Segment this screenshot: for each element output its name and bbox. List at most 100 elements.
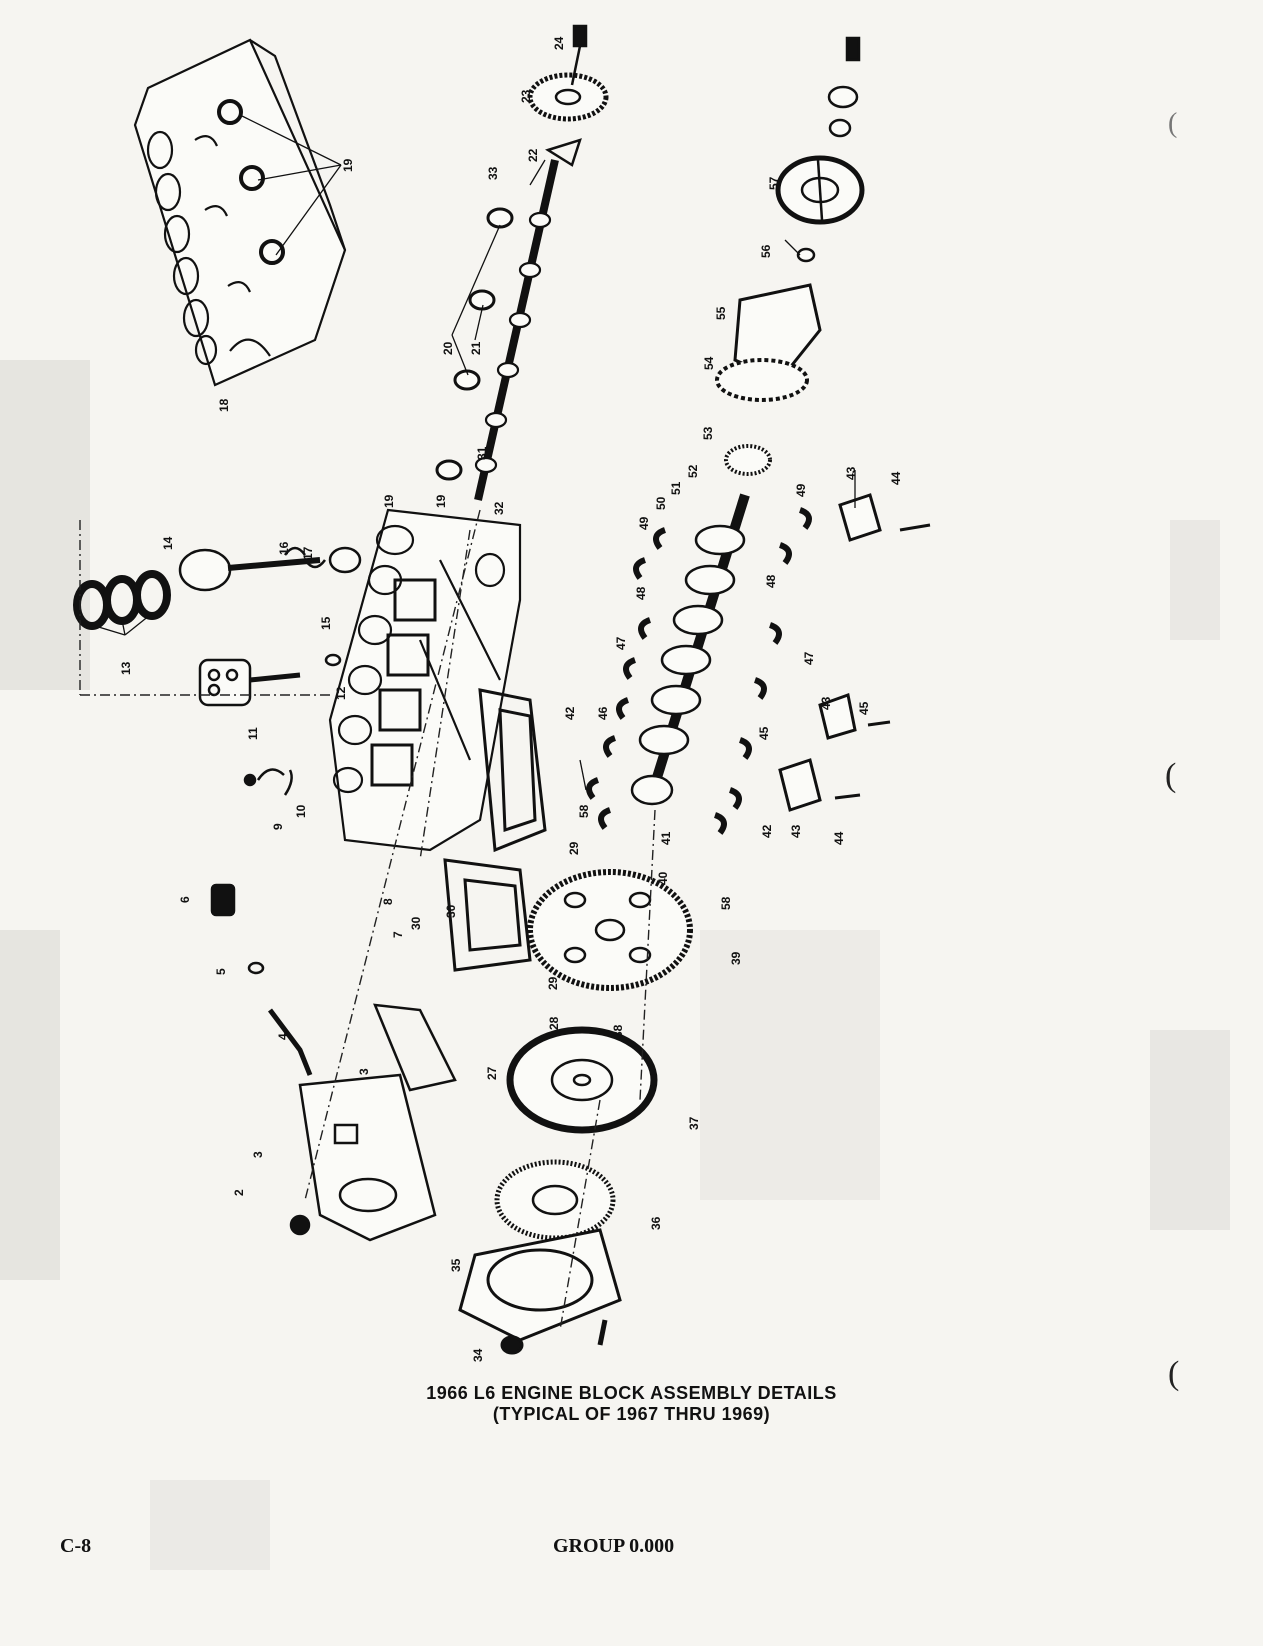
callout-56: 56 — [759, 244, 773, 258]
callout-49-a: 49 — [637, 516, 651, 530]
callout-25: 23 — [519, 89, 533, 103]
margin-punch-mark-top: ( — [1168, 108, 1178, 139]
callout-7: 6 — [178, 896, 192, 903]
fuel-pump-parts — [210, 768, 313, 1076]
callout-35: 35 — [449, 1258, 463, 1272]
timing-cover — [289, 1003, 457, 1242]
callout-13: 12 — [334, 686, 348, 700]
callout-30-b: 30 — [409, 916, 423, 930]
callout-11: 10 — [294, 804, 308, 818]
callout-31: 31 — [475, 446, 489, 460]
page-number: C-8 — [60, 1535, 92, 1557]
clutch-disc — [494, 1159, 616, 1241]
crankshaft — [630, 493, 750, 806]
callout-36: 36 — [649, 1216, 663, 1230]
callout-57: 57 — [767, 176, 781, 190]
diagram-title: 1966 L6 ENGINE BLOCK ASSEMBLY DETAILS — [426, 1383, 837, 1403]
callout-38: 38 — [611, 1024, 625, 1038]
callout-34: 34 — [471, 1348, 485, 1362]
callout-53: 53 — [701, 426, 715, 440]
main-bearings — [586, 507, 812, 835]
assembly-alignment-lines — [79, 509, 656, 1331]
callout-17: 16 — [277, 541, 291, 555]
callout-21: 19 — [434, 494, 448, 508]
callout-30-a: 30 — [444, 904, 458, 918]
callout-19-main: 19 — [382, 494, 396, 508]
callout-50: 50 — [654, 496, 668, 510]
callout-42-a: 42 — [563, 706, 577, 720]
callout-45-b: 45 — [857, 701, 871, 715]
callout-2: 2 — [232, 1189, 246, 1196]
callout-47-b: 47 — [802, 651, 816, 665]
flywheel — [506, 1026, 658, 1134]
callout-39: 39 — [729, 951, 743, 965]
main-bearing-caps — [778, 493, 931, 812]
callout-46: 46 — [596, 706, 610, 720]
callout-49-b: 49 — [794, 483, 808, 497]
piston-and-rod — [73, 546, 362, 630]
callout-48-a: 48 — [764, 574, 778, 588]
camshaft-gear — [527, 24, 609, 167]
callout-10: 9 — [271, 823, 285, 830]
callout-42-b: 42 — [760, 824, 774, 838]
oil-pump — [198, 653, 342, 707]
callout-23: 21 — [469, 341, 483, 355]
margin-punch-mark-middle: ( — [1165, 757, 1177, 794]
callout-4: 3 — [357, 1068, 371, 1075]
cylinder-block-upper — [133, 38, 347, 387]
callout-19-upper: 18 — [217, 398, 231, 412]
callout-58-a: 58 — [577, 804, 591, 818]
camshaft-bearings — [435, 207, 514, 481]
callout-51: 51 — [669, 481, 683, 495]
callout-28: 28 — [547, 1016, 561, 1030]
callout-labels: 24 23 22 33 19 20 21 18 19 19 31 32 57 5… — [119, 36, 903, 1362]
callout-41: 41 — [659, 831, 673, 845]
callout-47-a: 47 — [614, 636, 628, 650]
callout-20: 19 — [341, 158, 355, 172]
callout-29-a: 29 — [567, 841, 581, 855]
bleed-through-smudges — [0, 360, 1230, 1570]
cylinder-block-main — [328, 508, 522, 852]
callout-leaders — [91, 114, 856, 791]
callout-15: 14 — [161, 536, 175, 550]
callout-16: 15 — [319, 616, 333, 630]
callout-8: 7 — [391, 931, 405, 938]
callout-43-a: 43 — [844, 466, 858, 480]
callout-33: 33 — [486, 166, 500, 180]
diagram-subtitle: (TYPICAL OF 1967 THRU 1969) — [492, 1404, 771, 1424]
oil-pan-gasket — [443, 688, 547, 972]
ring-gear — [527, 869, 693, 991]
callout-44-b: 44 — [832, 831, 846, 845]
clutch-housing — [458, 1228, 622, 1355]
callout-24: 22 — [526, 148, 540, 162]
callout-9: 8 — [381, 898, 395, 905]
callout-44-a: 44 — [889, 471, 903, 485]
callout-12: 11 — [246, 727, 260, 740]
callout-3: 3 — [251, 1151, 265, 1158]
margin-punch-mark-bottom: ( — [1168, 1355, 1180, 1392]
callout-43-b: 43 — [819, 696, 833, 710]
callout-14: 13 — [119, 661, 133, 675]
callout-40: 40 — [656, 871, 670, 885]
callout-6: 5 — [214, 968, 228, 975]
callout-26: 24 — [552, 36, 566, 50]
camshaft — [474, 159, 559, 501]
callout-54: 54 — [702, 356, 716, 370]
callout-52: 52 — [686, 464, 700, 478]
callout-29-b: 29 — [546, 976, 560, 990]
callout-55: 55 — [714, 306, 728, 320]
crankshaft-damper — [715, 36, 865, 476]
callout-37: 37 — [687, 1116, 701, 1130]
group-label: GROUP 0.000 — [553, 1535, 675, 1557]
callout-58-b: 58 — [719, 896, 733, 910]
callout-5: 4 — [276, 1033, 290, 1040]
callout-48-b: 48 — [634, 586, 648, 600]
callout-45-a: 45 — [757, 726, 771, 740]
callout-22: 20 — [441, 341, 455, 355]
callout-32: 32 — [492, 501, 506, 515]
callout-27: 27 — [485, 1066, 499, 1080]
callout-18: 17 — [301, 546, 315, 560]
callout-43-c: 43 — [789, 824, 803, 838]
